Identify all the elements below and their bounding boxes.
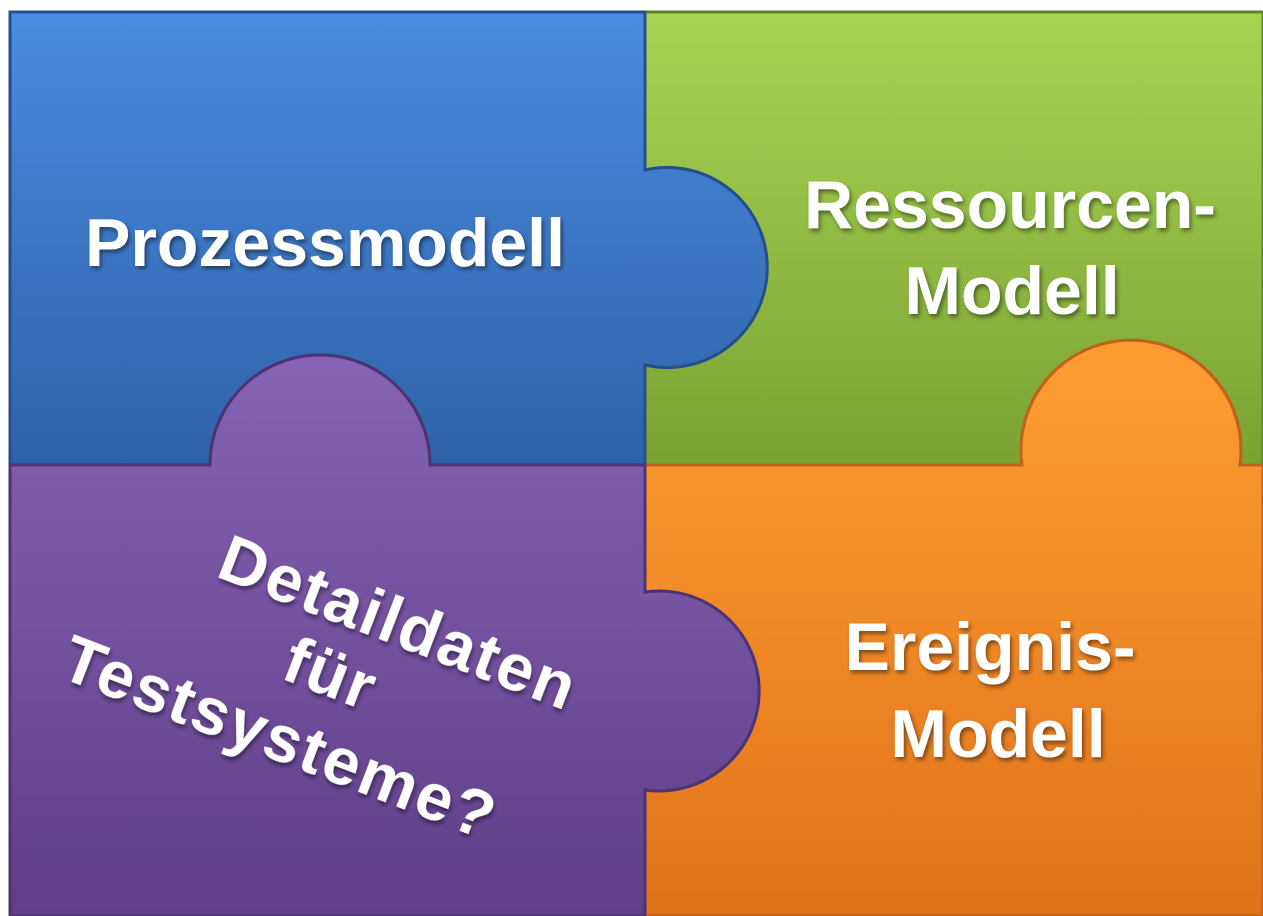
- puzzle-piece-detail-data: [8, 353, 761, 916]
- label-ereignis-line1: Ereignis-: [845, 609, 1136, 685]
- label-ressourcen-line2: Modell: [904, 253, 1119, 329]
- label-ereignis-line2: Modell: [890, 696, 1105, 772]
- label-ressourcen-line1: Ressourcen-: [804, 167, 1216, 243]
- label-prozessmodell: Prozessmodell: [85, 205, 565, 281]
